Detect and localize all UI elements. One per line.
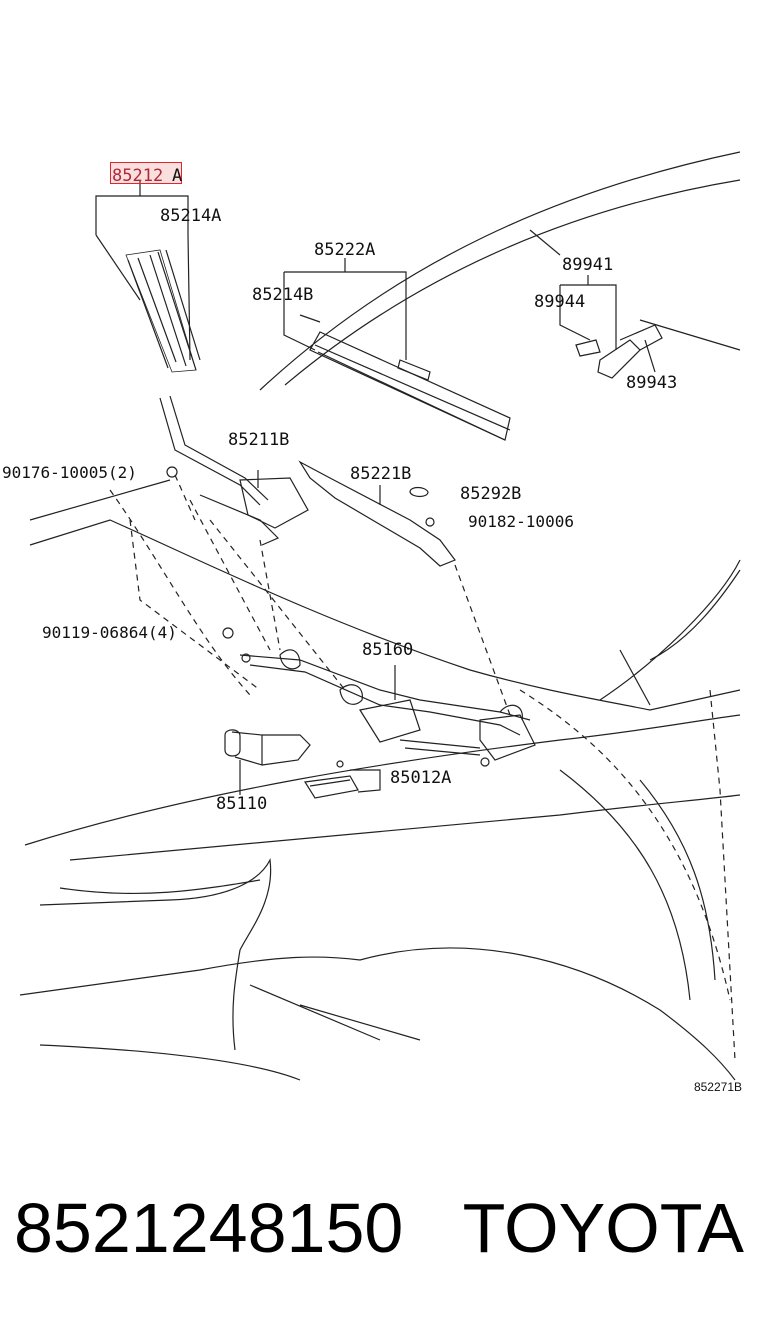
label-85222a: 85222A xyxy=(314,240,376,260)
label-89944: 89944 xyxy=(534,292,586,312)
footer: 8521248150 TOYOTA xyxy=(0,1180,760,1290)
label-85012a: 85012A xyxy=(390,768,452,788)
label-85292b: 85292B xyxy=(460,484,522,504)
brand-name: TOYOTA xyxy=(462,1189,744,1267)
label-85211b: 85211B xyxy=(228,430,290,450)
label-85110: 85110 xyxy=(216,794,268,814)
wiper-parts-diagram xyxy=(19,151,741,1081)
label-85214a: 85214A xyxy=(160,206,222,226)
label-89943: 89943 xyxy=(626,373,678,393)
label-90182-10006: 90182-10006 xyxy=(468,512,574,531)
label-85221b: 85221B xyxy=(350,464,412,484)
label-85160: 85160 xyxy=(362,640,414,660)
label-90119-06864: 90119-06864(4) xyxy=(42,623,177,642)
part-number: 8521248150 xyxy=(14,1189,404,1267)
highlighted-part-box[interactable] xyxy=(110,162,182,184)
label-85214b: 85214B xyxy=(252,285,314,305)
highlighted-part-suffix: A xyxy=(172,166,183,186)
highlighted-part-code: 85212 xyxy=(112,166,164,186)
label-90176-10005: 90176-10005(2) xyxy=(2,463,137,482)
label-89941: 89941 xyxy=(562,255,614,275)
diagram-reference-code: 852271B xyxy=(693,1080,742,1094)
